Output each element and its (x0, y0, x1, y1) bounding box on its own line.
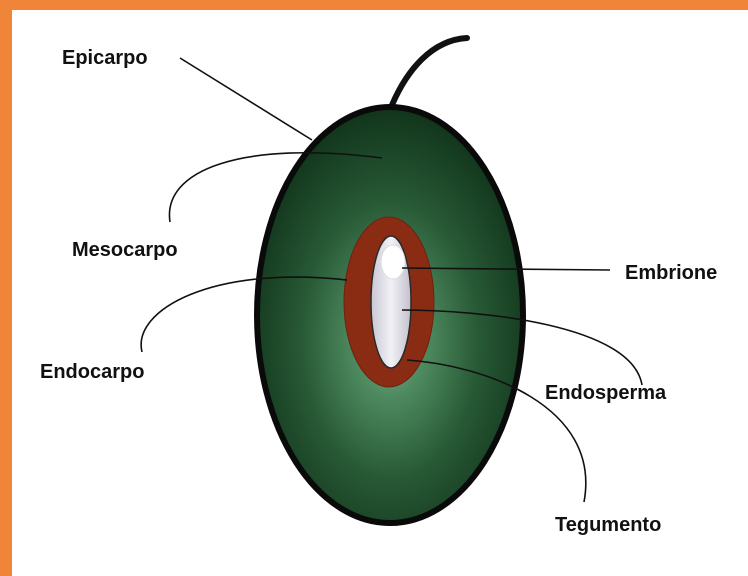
label-endosperma: Endosperma (545, 383, 666, 403)
fruit-diagram (12, 10, 748, 576)
label-embrione: Embrione (625, 263, 717, 283)
diagram-panel: Epicarpo Mesocarpo Endocarpo Embrione En… (12, 10, 748, 576)
label-mesocarpo: Mesocarpo (72, 240, 178, 260)
label-epicarpo: Epicarpo (62, 48, 148, 68)
leader-epicarpo (180, 58, 312, 140)
label-tegumento: Tegumento (555, 515, 661, 535)
label-endocarpo: Endocarpo (40, 362, 144, 382)
embryo (381, 245, 405, 279)
stem (392, 38, 467, 105)
